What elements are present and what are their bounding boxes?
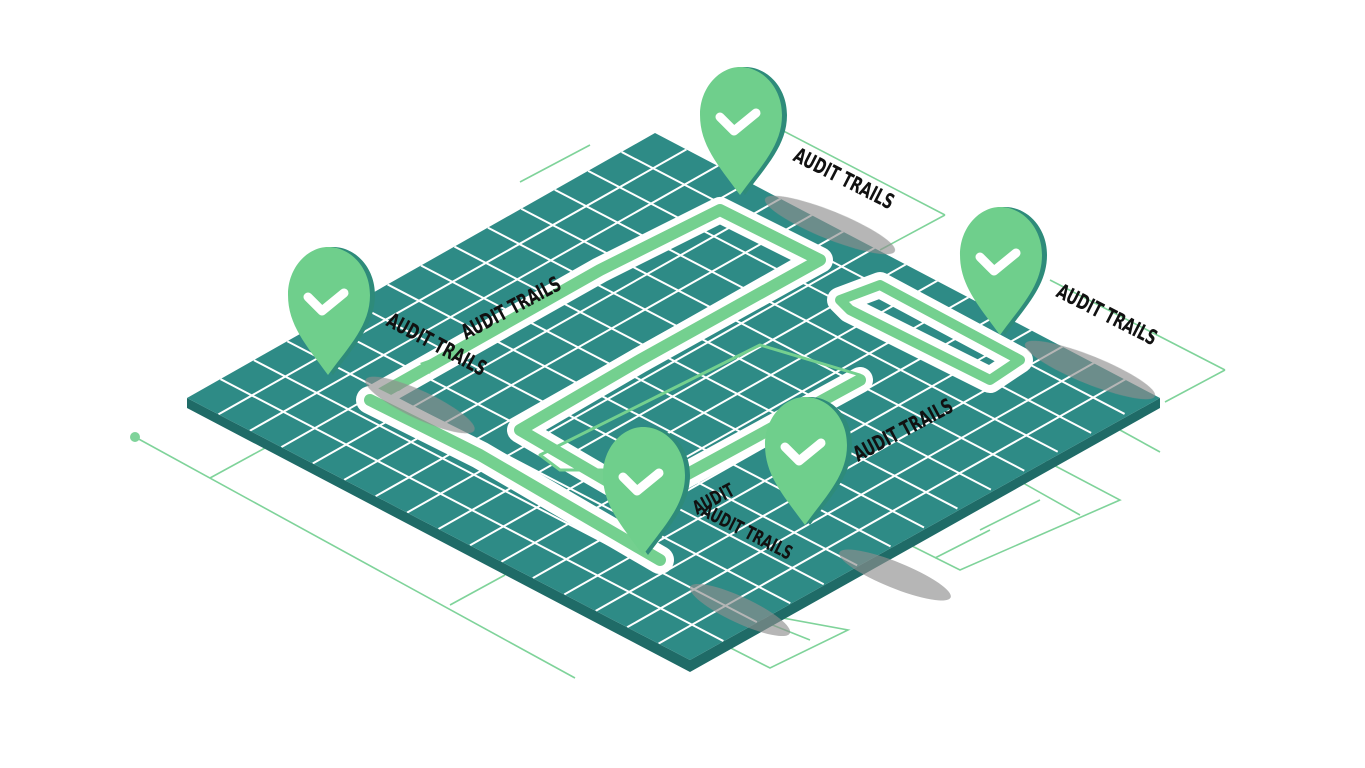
pin-bottom-left <box>603 427 690 555</box>
pin-top <box>700 67 787 195</box>
pin-shadows <box>365 195 1156 637</box>
label-right: AUDIT TRAILS <box>1052 280 1160 351</box>
arrow-head-icon <box>420 358 434 374</box>
map-pins <box>288 67 1047 555</box>
checkmark-icon <box>303 288 349 316</box>
checkmark-icon <box>715 108 761 136</box>
pin-right <box>960 207 1047 335</box>
pin-left <box>288 247 375 375</box>
checkmark-icon <box>975 248 1021 276</box>
checkmark-icon <box>780 438 826 466</box>
checkmark-icon <box>618 468 664 496</box>
pin-bottom-right <box>765 397 852 525</box>
